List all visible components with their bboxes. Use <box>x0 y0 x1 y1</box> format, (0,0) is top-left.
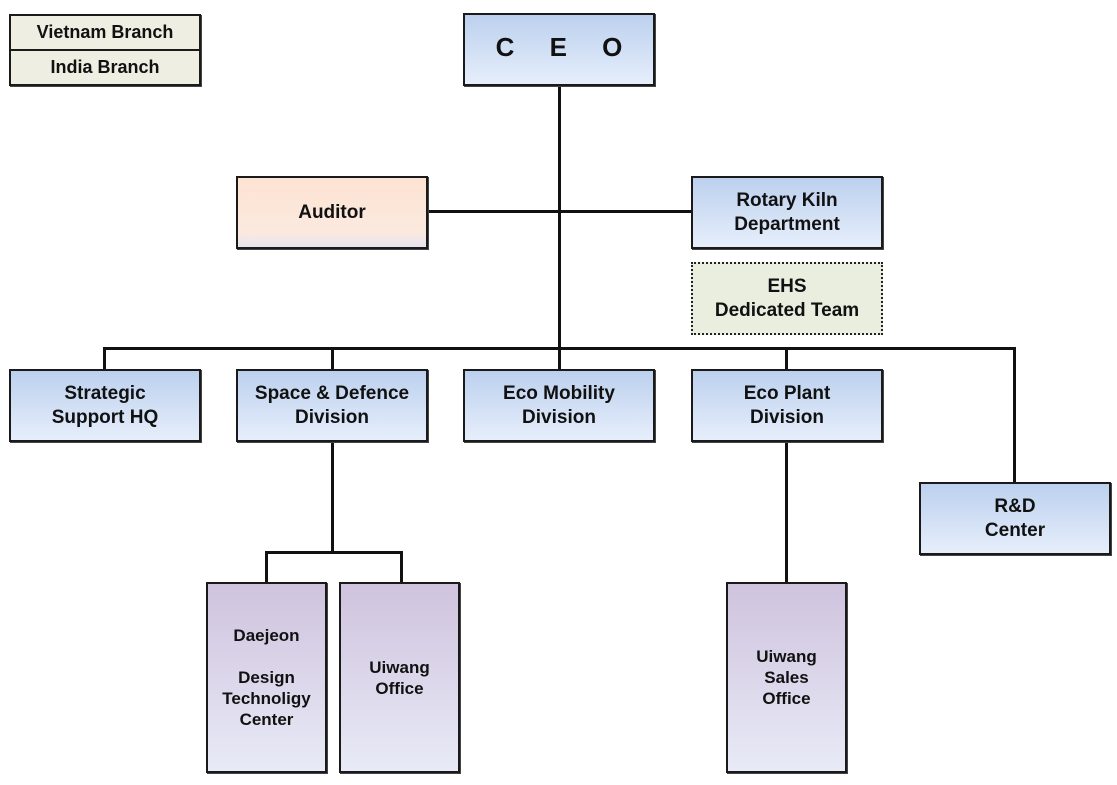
eco-mobility-line1: Eco Mobility <box>503 382 615 404</box>
space-defence-line2: Division <box>295 406 369 428</box>
strategic-line2: Support HQ <box>51 406 159 428</box>
auditor-label: Auditor <box>298 201 366 223</box>
uiwang-sales-line3: Office <box>762 689 811 708</box>
strategic-support-box: Strategic Support HQ <box>9 369 201 442</box>
eco-plant-line2: Division <box>750 406 824 428</box>
uiwang-office-box: Uiwang Office <box>339 582 460 773</box>
rotary-kiln-line1: Rotary Kiln <box>736 189 838 211</box>
eco-plant-box: Eco Plant Division <box>691 369 883 442</box>
ehs-line2: Dedicated Team <box>714 299 860 321</box>
eco-mobility-box: Eco Mobility Division <box>463 369 655 442</box>
eco-plant-line1: Eco Plant <box>743 382 831 404</box>
space-defence-stem <box>331 441 334 553</box>
drop-eco-plant <box>785 347 788 371</box>
rotary-kiln-line2: Department <box>734 213 840 235</box>
daejeon-design-center-box: Daejeon Design Technoligy Center <box>206 582 327 773</box>
ehs-line1: EHS <box>767 275 807 297</box>
daejeon-line1: Daejeon <box>233 626 300 645</box>
ceo-label: C E O <box>495 31 637 62</box>
daejeon-line4: Center <box>239 710 294 729</box>
eco-plant-stem <box>785 441 788 584</box>
uiwang-sales-line2: Sales <box>764 668 809 687</box>
space-defence-box: Space & Defence Division <box>236 369 428 442</box>
uiwang-sales-line1: Uiwang <box>756 647 817 666</box>
auditor-kiln-line <box>426 210 693 213</box>
uiwang-office-line1: Uiwang <box>369 657 430 677</box>
uiwang-office-line2: Office <box>375 678 424 698</box>
ehs-team-box: EHS Dedicated Team <box>691 262 883 335</box>
rnd-line1: R&D <box>994 495 1036 517</box>
vietnam-branch-box: Vietnam Branch <box>9 14 201 51</box>
eco-mobility-line2: Division <box>522 406 596 428</box>
drop-rnd <box>1013 347 1016 484</box>
uiwang-sales-office-box: Uiwang Sales Office <box>726 582 847 773</box>
daejeon-line2: Design <box>238 668 295 687</box>
strategic-line1: Strategic <box>64 382 146 404</box>
rotary-kiln-box: Rotary Kiln Department <box>691 176 883 249</box>
rnd-center-box: R&D Center <box>919 482 1111 555</box>
india-branch-box: India Branch <box>9 49 201 86</box>
ceo-box: C E O <box>463 13 655 86</box>
auditor-box: Auditor <box>236 176 428 249</box>
ceo-trunk-line <box>558 85 561 350</box>
space-defence-line1: Space & Defence <box>254 382 410 404</box>
drop-uiwang-office <box>400 551 403 584</box>
vietnam-branch-label: Vietnam Branch <box>36 22 174 42</box>
space-defence-sub-bus <box>265 551 403 554</box>
daejeon-line3: Technoligy <box>222 689 311 708</box>
drop-strategic <box>103 347 106 371</box>
india-branch-label: India Branch <box>50 57 160 77</box>
drop-eco-mobility <box>558 347 561 371</box>
drop-daejeon <box>265 551 268 584</box>
drop-space-defence <box>331 347 334 371</box>
rnd-line2: Center <box>984 519 1046 541</box>
